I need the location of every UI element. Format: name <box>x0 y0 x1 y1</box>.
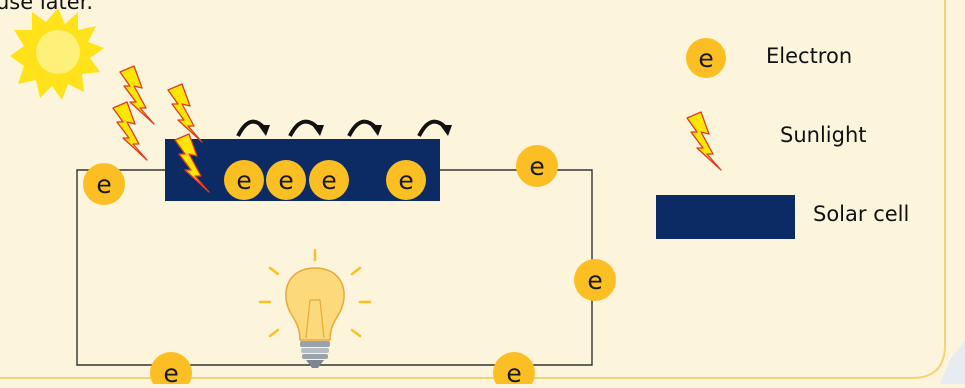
electron: e <box>150 352 192 388</box>
bulb-icon <box>258 248 372 368</box>
svg-text:e: e <box>587 266 602 295</box>
electron: e <box>83 163 125 205</box>
panel-border <box>0 0 946 379</box>
electron: e <box>309 160 349 200</box>
electron-group: e e e e e e e e e <box>83 145 616 388</box>
svg-text:e: e <box>163 359 178 384</box>
electron: e <box>574 259 616 301</box>
arrow-icon <box>417 119 448 137</box>
electron: e <box>516 145 558 187</box>
svg-text:e: e <box>529 152 544 181</box>
electron: e <box>224 160 264 200</box>
arrow-icon <box>347 119 378 137</box>
legend-electron-icon: e <box>686 38 726 78</box>
svg-text:e: e <box>236 166 251 195</box>
electron: e <box>266 160 306 200</box>
lightning-icon <box>686 111 722 171</box>
sun-icon <box>10 8 104 100</box>
arrow-heads <box>258 125 452 136</box>
svg-text:e: e <box>398 166 413 195</box>
legend-sunlight-label: Sunlight <box>780 123 867 147</box>
legend-electron-label: Electron <box>766 44 853 68</box>
svg-text:e: e <box>698 44 713 73</box>
svg-text:e: e <box>321 166 336 195</box>
svg-text:e: e <box>96 170 111 199</box>
circuit-wire <box>76 169 593 366</box>
caption-text: use later. <box>0 0 94 14</box>
arrow-icon <box>236 119 266 137</box>
panel-corner-shade <box>940 340 965 384</box>
legend-solar-cell-label: Solar cell <box>813 202 910 226</box>
electron-flow-arrows <box>236 119 448 137</box>
electron: e <box>386 160 426 200</box>
lightning-icon <box>167 83 203 143</box>
electron: e <box>493 352 535 388</box>
legend: e <box>656 38 795 239</box>
legend-solar-cell-swatch <box>656 195 795 239</box>
arrow-icon <box>288 119 320 137</box>
svg-text:e: e <box>278 166 293 195</box>
svg-text:e: e <box>506 359 521 384</box>
